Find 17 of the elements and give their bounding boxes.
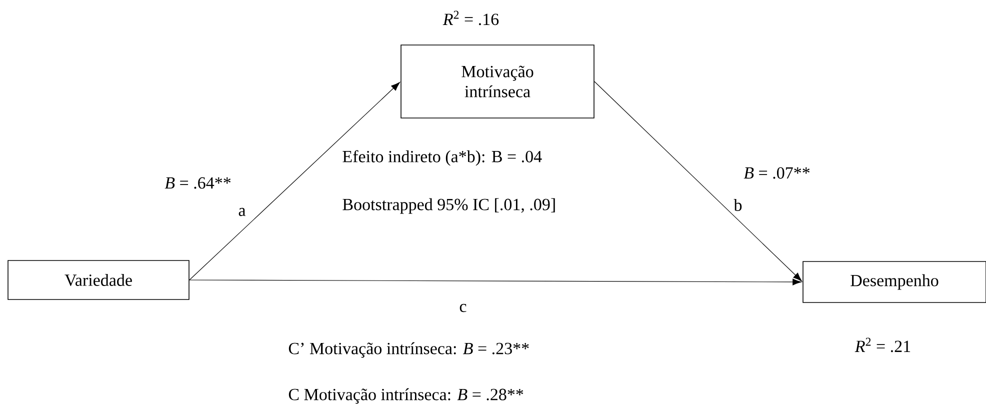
variable-box: Desempenho bbox=[802, 261, 986, 303]
arrow bbox=[189, 82, 400, 280]
variable-box: Motivação intrínseca bbox=[400, 44, 594, 118]
interval-text: Bootstrapped 95% IC [.01, .09] bbox=[342, 198, 555, 214]
r-squared-label: R$^{2}$ = .16 bbox=[442, 10, 499, 26]
coefficient-label: B = .64** bbox=[164, 177, 231, 189]
effect-text: C Motivação intrínseca: B = .28** bbox=[288, 388, 524, 404]
edge-label: b bbox=[732, 198, 744, 212]
coefficient-label: B = .07** bbox=[744, 167, 810, 179]
edge-label: c bbox=[458, 302, 468, 314]
edge-label: a bbox=[237, 206, 247, 218]
r-squared-label: R$^{2}$ = .21 bbox=[854, 338, 910, 352]
arrow bbox=[189, 278, 802, 286]
effect-text: Efeito indireto (a*b): B = .04 bbox=[342, 150, 542, 166]
effect-text: C’ Motivação intrínseca: B = .23** bbox=[288, 342, 529, 358]
arrow bbox=[594, 81, 802, 282]
variable-box: Variedade bbox=[8, 260, 190, 300]
